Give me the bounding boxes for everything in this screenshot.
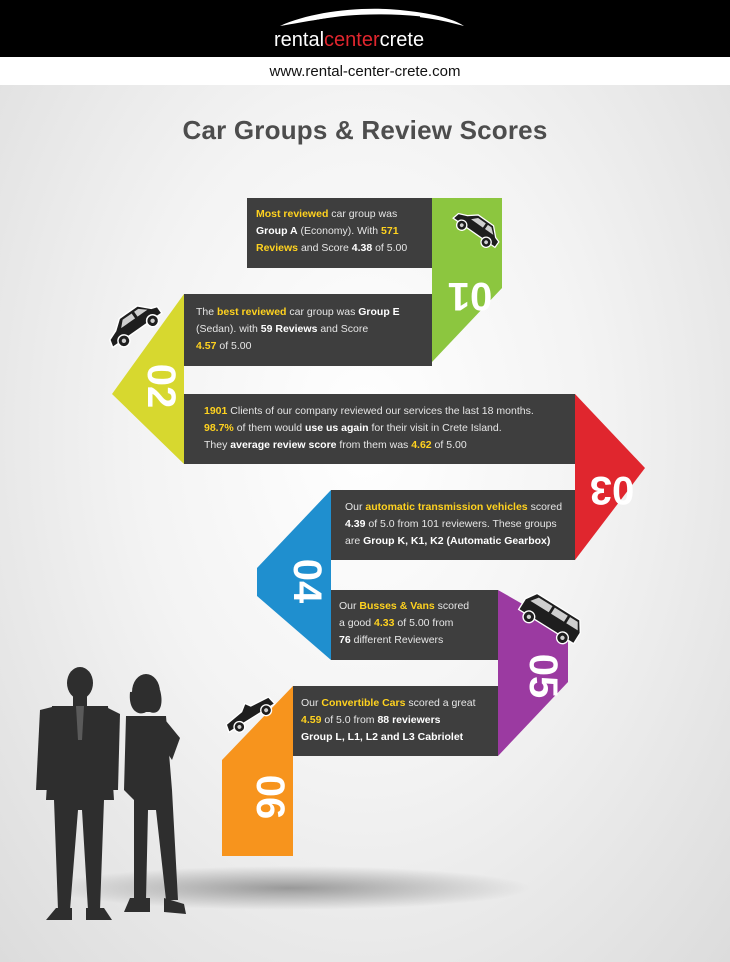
panel-01 [247, 198, 432, 268]
logo-text-center: center [324, 29, 380, 51]
panel-04 [331, 490, 575, 560]
logo-text-rental: rental [274, 29, 324, 51]
ribbon-02 [112, 294, 184, 464]
ribbon-06 [222, 686, 293, 856]
step-number-03: 03 [590, 468, 635, 512]
step-number-04: 04 [285, 559, 329, 604]
step-number-02: 02 [139, 364, 183, 409]
step-text-05: Our Busses & Vans scored a good 4.33 of … [339, 600, 470, 646]
panel-05 [331, 590, 498, 660]
tie [76, 706, 84, 740]
floor-shadow [50, 866, 530, 910]
logo: rentalcentercrete [274, 8, 464, 51]
step-text-03: 1901 Clients of our company reviewed our… [204, 405, 534, 451]
panel-06 [293, 686, 498, 756]
panel-03 [184, 394, 575, 464]
businesswoman-silhouette [124, 674, 186, 914]
ribbon-03 [575, 394, 645, 560]
svg-text:rentalcentercrete: rentalcentercrete [274, 29, 424, 51]
step-text-04: Our automatic transmission vehicles scor… [345, 501, 563, 547]
website-url[interactable]: www.rental-center-crete.com [0, 57, 730, 85]
step-text-02: The best reviewed car group was Group E … [196, 306, 400, 352]
logo-text-crete: crete [380, 29, 424, 51]
step-number-06: 06 [248, 775, 292, 820]
panel-02 [184, 294, 432, 366]
businessman-silhouette [36, 667, 120, 920]
ribbon-04 [257, 490, 331, 660]
header-bar: rentalcentercrete [0, 0, 730, 57]
ribbon-05 [498, 590, 568, 756]
step-text-06: Our Convertible Cars scored a great 4.59… [301, 697, 476, 743]
step-number-01: 01 [448, 274, 493, 318]
page-title: Car Groups & Review Scores [182, 115, 548, 145]
step-number-05: 05 [521, 654, 565, 699]
step-text-01: Most reviewed car group was Group A (Eco… [256, 208, 408, 254]
